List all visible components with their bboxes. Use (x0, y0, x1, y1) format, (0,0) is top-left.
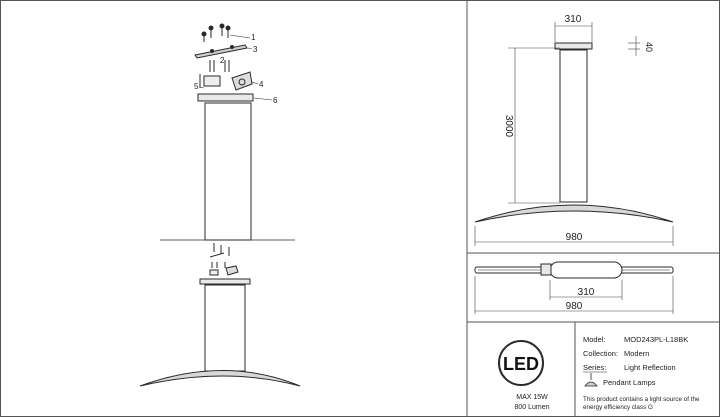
mounting-bracket (194, 44, 248, 59)
dim-plan-body-width: 310 (578, 287, 595, 298)
callout-2: 2 (220, 56, 225, 65)
dim-front-width: 980 (566, 232, 583, 243)
front-dimensions (474, 22, 674, 246)
series-label: Series: (583, 363, 606, 372)
plan-canopy (540, 263, 552, 276)
dim-canopy-height: 40 (644, 42, 654, 52)
energy-note-line1: This product contains a light source of … (583, 396, 700, 403)
callout-3: 3 (253, 45, 258, 54)
series-value: Light Reflection (624, 363, 676, 372)
lower-lamp-body (204, 284, 246, 372)
energy-note-line2: energy efficiency class G (583, 404, 653, 411)
canopy (197, 93, 254, 102)
front-body (559, 49, 588, 203)
pendant-lamp-icon (584, 373, 598, 387)
leader-line-4 (251, 81, 259, 85)
type-value: Pendant Lamps (603, 378, 656, 387)
callout-1: 1 (251, 33, 256, 42)
lumen-rating: 800 Lumen (514, 404, 549, 411)
lower-canopy (199, 278, 251, 285)
lower-screws (209, 243, 239, 276)
model-label: Model: (583, 335, 606, 344)
collection-value: Modern (624, 349, 649, 358)
canopy-parts (199, 71, 253, 91)
leader-line-6 (253, 97, 273, 101)
lamp-body (204, 102, 252, 241)
front-arc (474, 204, 674, 223)
lower-lamp-arc (139, 370, 301, 387)
plan-view (474, 261, 674, 279)
callout-5: 5 (194, 82, 199, 91)
leader-line-1 (229, 34, 251, 39)
screw-icon-2 (209, 60, 230, 72)
exploded-assembly (139, 23, 301, 387)
plan-body (549, 261, 623, 279)
leader-line-3 (247, 47, 253, 50)
model-value: MOD243PL-L18BK (624, 335, 688, 344)
front-elevation (474, 42, 674, 223)
leader-line-5 (199, 86, 205, 89)
plan-dimensions (474, 276, 674, 314)
screw-icon (201, 23, 231, 42)
callout-6: 6 (273, 96, 278, 105)
front-canopy (554, 42, 593, 50)
dim-top-width: 310 (565, 14, 582, 25)
led-logo: LED (503, 354, 539, 374)
callout-labels: 1 2 3 4 5 6 (194, 33, 278, 105)
led-badge (498, 340, 544, 386)
collection-label: Collection: (583, 349, 618, 358)
power-rating: MAX 15W (516, 394, 548, 401)
dim-drop-height: 3000 (503, 115, 514, 138)
dim-plan-total-width: 980 (566, 301, 583, 312)
callout-4: 4 (259, 80, 264, 89)
